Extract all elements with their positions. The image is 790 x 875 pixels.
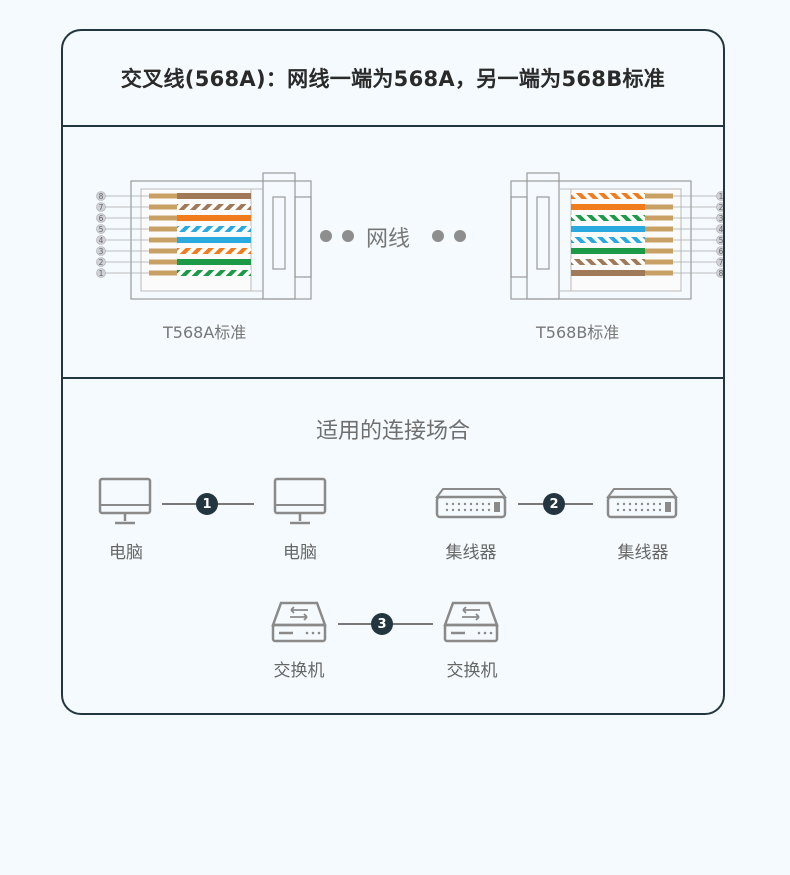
contact-pin <box>645 270 673 276</box>
device-label: 交换机 <box>446 661 498 681</box>
pin-number-badge <box>716 202 723 212</box>
wire <box>177 215 251 221</box>
left-standard-label: T568A标准 <box>163 323 247 342</box>
pin-number-badge <box>716 224 723 234</box>
wire <box>571 226 645 232</box>
pin-number: 5 <box>719 236 724 245</box>
contact-pin <box>645 215 673 221</box>
pair-number-badge: 2 <box>543 493 565 515</box>
cable-dot <box>454 230 466 242</box>
pin-number: 4 <box>99 236 104 245</box>
pin-number-badge <box>96 224 106 234</box>
pin-number: 1 <box>719 192 724 201</box>
wire <box>571 259 645 265</box>
pin-number: 5 <box>99 225 104 234</box>
contact-pin <box>645 237 673 243</box>
pin-number: 6 <box>719 247 724 256</box>
pin-number-badge <box>96 191 106 201</box>
pin-number: 3 <box>719 214 724 223</box>
device-label: 集线器 <box>445 543 497 563</box>
wire <box>571 248 645 254</box>
monitor-icon <box>273 477 327 525</box>
page-title: 交叉线(568A)：网线一端为568A，另一端为568B标准 <box>120 67 666 91</box>
pin-number-badge <box>96 235 106 245</box>
cable-dot <box>320 230 332 242</box>
contact-pin <box>149 215 177 221</box>
switch-icon <box>443 601 499 643</box>
wire <box>177 237 251 243</box>
contact-pin <box>149 237 177 243</box>
divider-middle <box>63 377 723 379</box>
pin-number-badge <box>96 257 106 267</box>
pin-number: 6 <box>99 214 104 223</box>
wire <box>177 270 251 276</box>
pin-number: 7 <box>719 258 724 267</box>
pin-number-badge <box>96 246 106 256</box>
device-label: 电脑 <box>283 543 317 563</box>
cable-dot <box>432 230 444 242</box>
right-standard-label: T568B标准 <box>536 323 620 342</box>
monitor-icon <box>98 477 152 525</box>
pin-number: 4 <box>719 225 724 234</box>
pin-number: 2 <box>719 203 724 212</box>
contact-pin <box>149 259 177 265</box>
pin-number: 8 <box>99 192 104 201</box>
switch-icon <box>271 601 327 643</box>
contact-pin <box>149 248 177 254</box>
contact-pin <box>645 248 673 254</box>
pin-number-badge <box>716 213 723 223</box>
wire <box>571 270 645 276</box>
hub-icon <box>435 488 507 519</box>
pair-number-badge: 1 <box>196 493 218 515</box>
wire <box>571 215 645 221</box>
pin-number: 1 <box>99 269 104 278</box>
divider-top <box>63 125 723 127</box>
pin-number: 2 <box>99 258 104 267</box>
pin-number: 8 <box>719 269 724 278</box>
pin-number-badge <box>716 257 723 267</box>
contact-pin <box>645 259 673 265</box>
wire <box>177 259 251 265</box>
contact-pin <box>149 270 177 276</box>
contact-pin <box>149 193 177 199</box>
cable-label: 网线 <box>366 227 411 252</box>
pin-number-badge <box>96 268 106 278</box>
pin-number: 3 <box>99 247 104 256</box>
device-label: 交换机 <box>273 661 325 681</box>
pin-number-badge <box>96 202 106 212</box>
contact-pin <box>645 226 673 232</box>
pin-number-badge <box>716 246 723 256</box>
wire <box>571 193 645 199</box>
pin-number-badge <box>716 191 723 201</box>
wire <box>177 204 251 210</box>
contact-pin <box>149 204 177 210</box>
wire <box>177 193 251 199</box>
wire <box>177 248 251 254</box>
device-label: 集线器 <box>617 543 669 563</box>
contact-pin <box>149 226 177 232</box>
hub-icon <box>606 488 678 519</box>
contact-pin <box>645 204 673 210</box>
pin-number-badge <box>96 213 106 223</box>
wire <box>571 237 645 243</box>
rj45-connector-right: 1 2 3 4 5 6 7 8 <box>510 172 724 300</box>
rj45-connector-left: 8 7 6 5 4 3 2 1 <box>96 172 312 300</box>
cable-dot <box>342 230 354 242</box>
use-cases-title: 适用的连接场合 <box>315 419 470 444</box>
pin-number-badge <box>716 268 723 278</box>
wire <box>571 204 645 210</box>
pair-number-badge: 3 <box>371 613 393 635</box>
device-label: 电脑 <box>109 543 143 563</box>
contact-pin <box>645 193 673 199</box>
pin-number: 7 <box>99 203 104 212</box>
wire <box>177 226 251 232</box>
pin-number-badge <box>716 235 723 245</box>
